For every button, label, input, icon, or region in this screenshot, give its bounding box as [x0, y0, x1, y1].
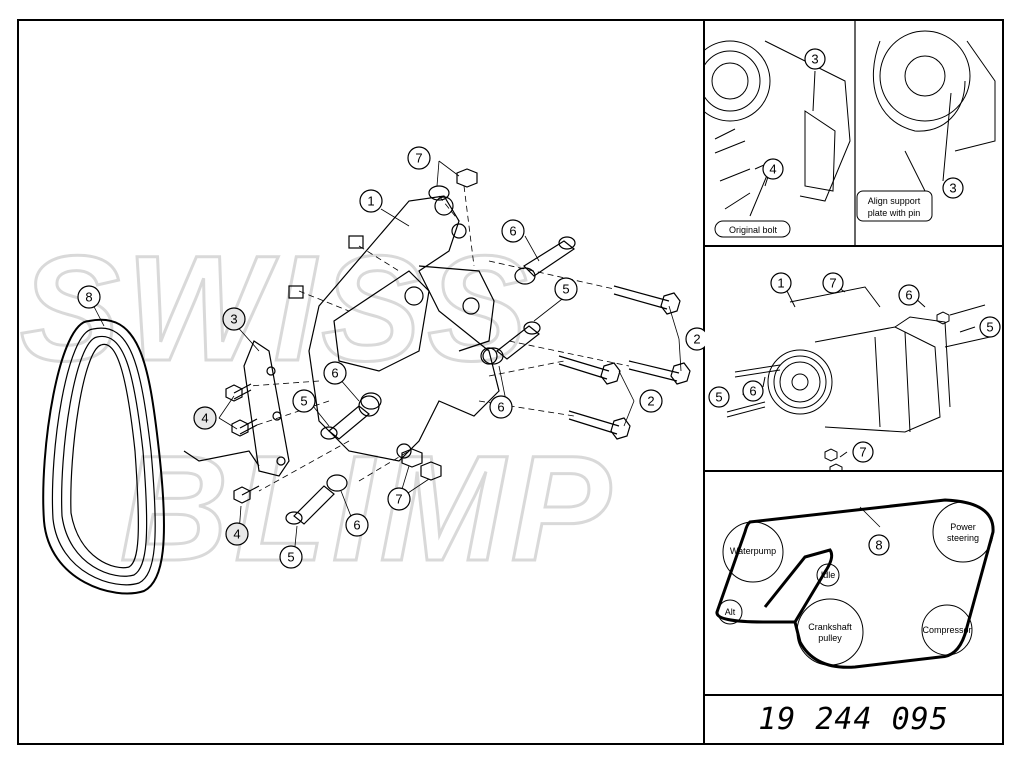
svg-text:4: 4 [233, 527, 240, 542]
exploded-view-panel: 1 2 2 3 4 4 5 5 5 6 6 6 6 7 7 8 [19, 21, 705, 743]
detail-callout-4: 4 [762, 158, 784, 180]
svg-text:2: 2 [693, 332, 700, 347]
svg-text:4: 4 [201, 411, 208, 426]
svg-text:8: 8 [85, 290, 92, 305]
alt-label: Alt [725, 607, 736, 617]
alignment-detail-drawing: 3 4 3 Original bolt Align support plate … [705, 21, 996, 247]
middle-callout-7b: 7 [852, 441, 874, 463]
part-number-panel: 19 244 095 [705, 696, 1002, 743]
belt-routing-diagram: 8 Waterpump Power steering Idle Alt Cran… [715, 498, 995, 669]
svg-text:6: 6 [905, 288, 912, 303]
middle-callout-7a: 7 [822, 272, 844, 294]
callout-2a: 2 [685, 327, 705, 351]
assembly-detail-drawing: 1 7 6 5 5 6 7 [708, 272, 1001, 472]
align-note-line-1: Align support [868, 196, 921, 206]
callout-4b: 4 [225, 522, 249, 546]
power-steering-pulley [932, 501, 994, 563]
svg-text:3: 3 [230, 312, 237, 327]
idle-pulley [816, 563, 840, 587]
callout-6c: 6 [489, 395, 513, 419]
svg-text:7: 7 [395, 492, 402, 507]
svg-text:8: 8 [875, 538, 882, 553]
exploded-view-drawing: 1 2 2 3 4 4 5 5 5 6 6 6 6 7 7 8 [42, 146, 705, 595]
callout-8: 8 [77, 285, 101, 309]
svg-text:3: 3 [811, 52, 818, 67]
svg-text:7: 7 [829, 276, 836, 291]
svg-text:5: 5 [715, 390, 722, 405]
middle-callout-5b: 5 [708, 386, 730, 408]
callout-2b: 2 [639, 389, 663, 413]
water-pump-pulley [722, 521, 784, 583]
alt-pulley [717, 599, 743, 625]
svg-text:1: 1 [777, 276, 784, 291]
water-pump-label: Waterpump [730, 546, 776, 556]
svg-text:4: 4 [769, 162, 776, 177]
detail-callout-3b: 3 [942, 177, 964, 199]
compressor-pulley [921, 604, 973, 656]
middle-callout-6b: 6 [742, 380, 764, 402]
svg-text:6: 6 [497, 400, 504, 415]
svg-text:7: 7 [415, 151, 422, 166]
callout-7a: 7 [407, 146, 431, 170]
crankshaft-label-1: Crankshaft [808, 622, 852, 632]
middle-callout-1: 1 [770, 272, 792, 294]
callout-5b: 5 [292, 389, 316, 413]
detail-callout-3a: 3 [804, 48, 826, 70]
middle-callout-6a: 6 [898, 284, 920, 306]
callout-1: 1 [359, 189, 383, 213]
support-plate [243, 340, 290, 477]
assembly-detail-panel: 1 7 6 5 5 6 7 [705, 247, 1002, 472]
callout-7b: 7 [387, 487, 411, 511]
callout-5c: 5 [279, 545, 303, 569]
power-steering-label-1: Power [950, 522, 976, 532]
align-note-line-2: plate with pin [868, 208, 921, 218]
crankshaft-pulley [796, 598, 864, 666]
svg-text:5: 5 [986, 320, 993, 335]
callout-3: 3 [222, 307, 246, 331]
original-bolt-label: Original bolt [729, 225, 778, 235]
svg-text:2: 2 [647, 394, 654, 409]
long-bolts [558, 285, 691, 440]
drive-belt [42, 318, 165, 595]
compressor-label: Compressor [922, 625, 971, 635]
alignment-detail-panel: 3 4 3 Original bolt Align support plate … [705, 21, 1002, 247]
middle-callout-5a: 5 [979, 316, 1001, 338]
svg-text:6: 6 [331, 366, 338, 381]
svg-text:5: 5 [562, 282, 569, 297]
svg-text:7: 7 [859, 445, 866, 460]
svg-text:6: 6 [749, 384, 756, 399]
power-steering-label-2: steering [947, 533, 979, 543]
callout-6a: 6 [501, 219, 525, 243]
drawing-frame: 1 2 2 3 4 4 5 5 5 6 6 6 6 7 7 8 [17, 19, 1004, 745]
callout-5a: 5 [554, 277, 578, 301]
main-bracket [308, 195, 500, 462]
idle-label: Idle [821, 570, 836, 580]
svg-text:5: 5 [287, 550, 294, 565]
svg-text:6: 6 [509, 224, 516, 239]
small-bolts [225, 383, 260, 504]
svg-text:6: 6 [353, 518, 360, 533]
svg-text:1: 1 [367, 194, 374, 209]
part-number: 19 244 095 [758, 702, 949, 737]
belt-callout-8: 8 [868, 534, 890, 556]
belt-routing-panel: 8 Waterpump Power steering Idle Alt Cran… [705, 472, 1002, 696]
callout-6d: 6 [345, 513, 369, 537]
crankshaft-label-2: pulley [818, 633, 842, 643]
svg-text:5: 5 [300, 394, 307, 409]
svg-text:3: 3 [949, 181, 956, 196]
callout-4a: 4 [193, 406, 217, 430]
flange-bolts [285, 236, 576, 525]
callout-6b: 6 [323, 361, 347, 385]
